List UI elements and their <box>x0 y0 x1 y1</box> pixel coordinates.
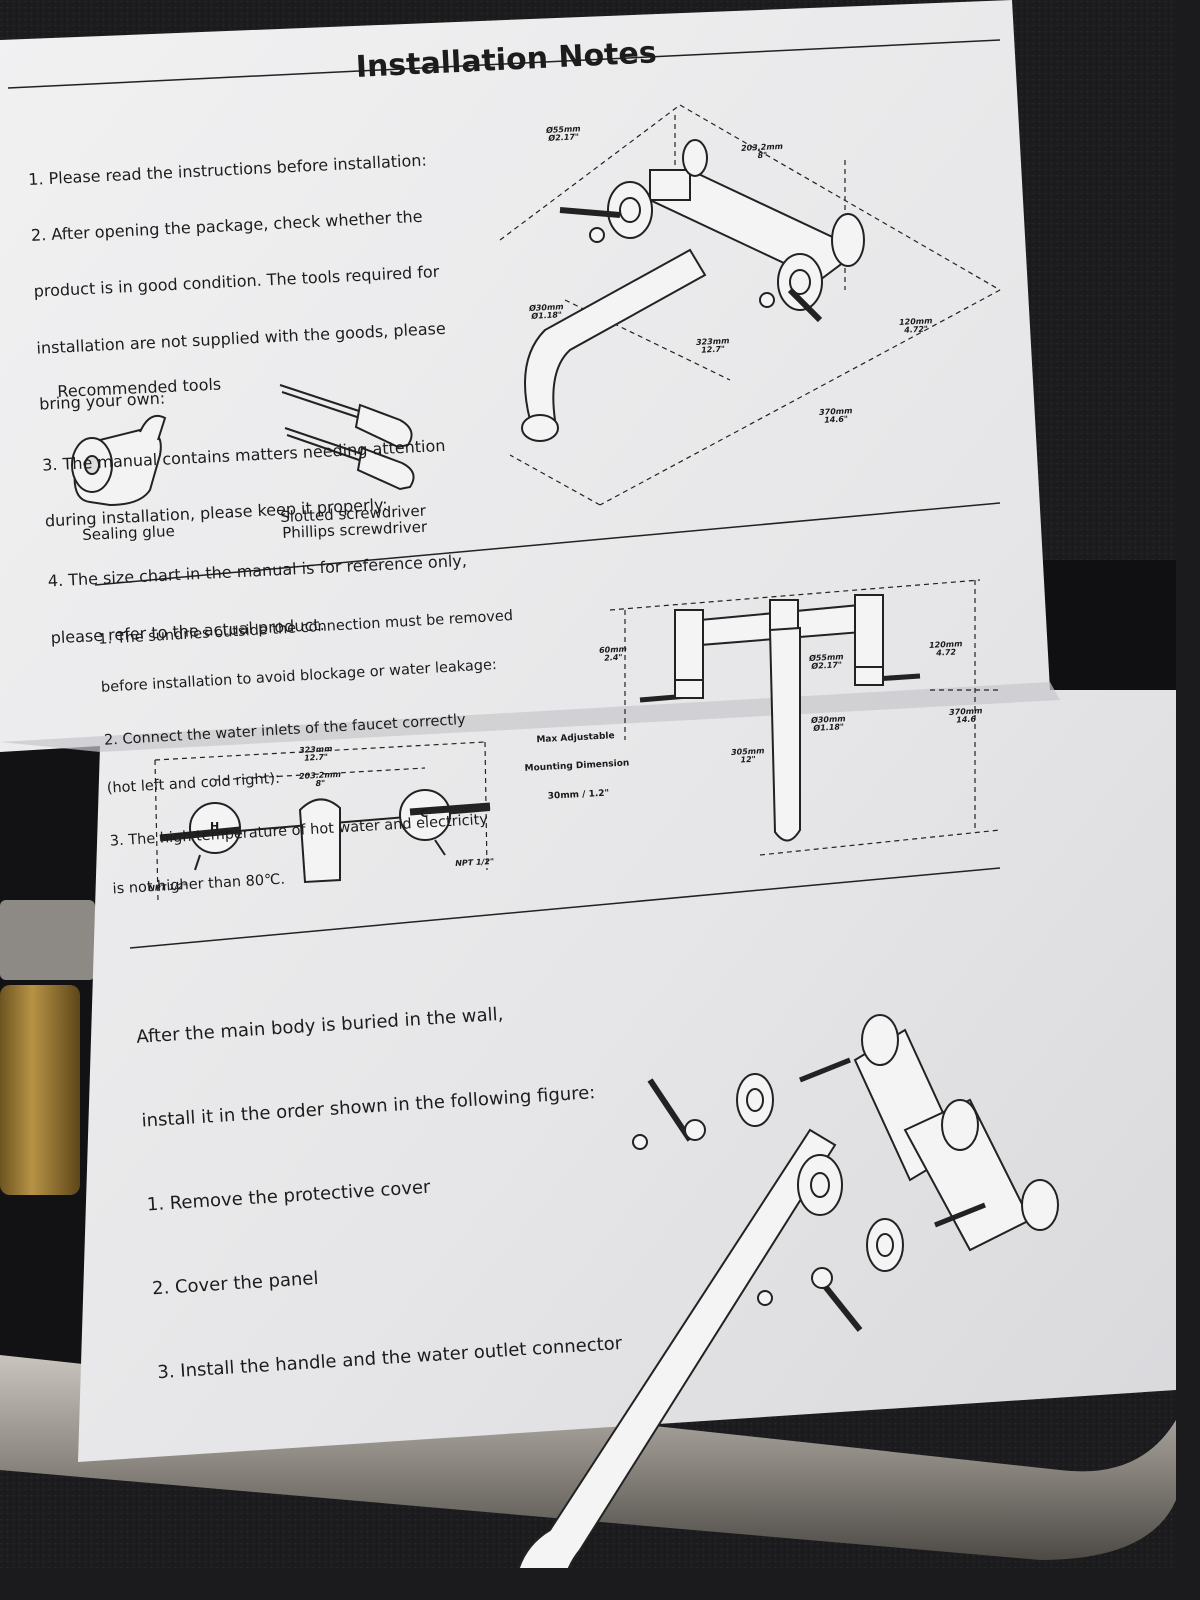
cold-handle-mark: C <box>420 807 429 820</box>
precaution-1: 1. The sundries outside the connection m… <box>97 608 514 648</box>
install-step-3: 3. Install the handle and the water outl… <box>156 1332 623 1384</box>
max-adjustable-label: Max Adjustable Mounting Dimension 30mm /… <box>524 731 630 802</box>
intro-note-1: 1. Please read the instructions before i… <box>27 150 428 189</box>
intro-note-6: 3. The manual contains matters needing a… <box>41 435 446 475</box>
precaution-5: 3. The high temperature of hot water and… <box>109 811 489 850</box>
slotted-screwdriver-icon <box>279 384 413 449</box>
install-steps: After the main body is buried in the wal… <box>132 939 625 1415</box>
sheet-frame-lines <box>7 39 1001 949</box>
isometric-faucet-diagram <box>499 104 1001 506</box>
install-intro-2: install it in the order shown in the fol… <box>140 1082 596 1132</box>
brass-fitting-collar <box>0 900 95 980</box>
precaution-2: before installation to avoid blockage or… <box>100 657 498 696</box>
install-step-1: 1. Remove the protective cover <box>146 1176 431 1216</box>
photo-scene <box>0 0 1176 1568</box>
install-intro-1: After the main body is buried in the wal… <box>135 1003 504 1048</box>
sealing-glue-icon <box>71 414 167 507</box>
install-step-2: 2. Cover the panel <box>151 1267 320 1300</box>
intro-note-3: product is in good condition. The tools … <box>33 262 440 302</box>
intro-note-4: installation are not supplied with the g… <box>36 318 447 358</box>
brass-fitting <box>0 985 80 1195</box>
hot-handle-mark: H <box>210 820 220 833</box>
exploded-assembly-diagram <box>517 1014 1059 1568</box>
phillips-screwdriver-icon <box>284 427 415 491</box>
intro-note-2: 2. After opening the package, check whet… <box>30 206 423 245</box>
front-elevation-diagram <box>154 741 491 901</box>
side-elevation-diagram <box>609 579 1001 856</box>
